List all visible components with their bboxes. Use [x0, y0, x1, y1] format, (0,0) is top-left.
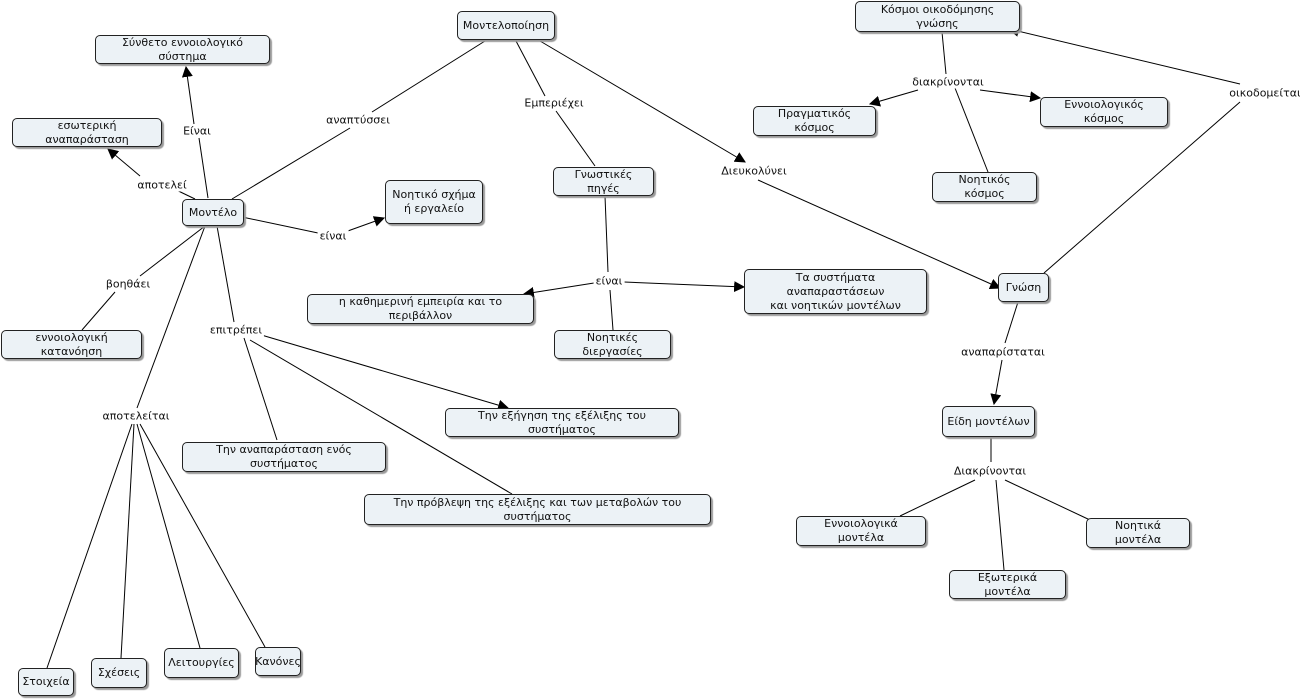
concept-conceptual-world[interactable]: Εννοιολογικός κόσμος: [1040, 97, 1168, 127]
concept-representation-of-system[interactable]: Την αναπαράσταση ενός συστήματος: [182, 442, 386, 472]
link-is-3: είναι: [593, 274, 625, 288]
link-are-distinguished-1: διακρίνονται: [910, 75, 986, 89]
concept-rules[interactable]: Κανόνες: [255, 647, 301, 676]
concept-elements[interactable]: Στοιχεία: [18, 668, 74, 696]
concept-model-types[interactable]: Είδη μοντέλων: [942, 406, 1035, 437]
link-develops: αναπτύσσει: [324, 113, 392, 127]
concept-external-models[interactable]: Εξωτερικά μοντέλα: [949, 570, 1066, 599]
link-is-built: οικοδομείται: [1227, 86, 1300, 100]
concept-complex-conceptual-system[interactable]: Σύνθετο εννοιολογικό σύστημα: [95, 35, 270, 64]
concept-prediction-of-evolution[interactable]: Την πρόβλεψη της εξέλιξης και των μεταβο…: [364, 494, 711, 525]
concept-knowledge-building-worlds[interactable]: Κόσμοι οικοδόμησης γνώσης: [855, 1, 1020, 32]
concept-conceptual-models[interactable]: Εννοιολογικά μοντέλα: [796, 516, 926, 546]
concept-representation-systems[interactable]: Τα συστήματα αναπαραστάσεων και νοητικών…: [744, 269, 927, 314]
concept-functions[interactable]: Λειτουργίες: [164, 648, 239, 678]
concept-mental-models[interactable]: Νοητικά μοντέλα: [1086, 518, 1190, 548]
concept-mental-schema-or-tool[interactable]: Νοητικό σχήμα ή εργαλείο: [385, 180, 483, 224]
link-is-1: Είναι: [181, 124, 213, 138]
concept-real-world[interactable]: Πραγματικός κόσμος: [753, 106, 876, 136]
concept-knowledge[interactable]: Γνώση: [998, 273, 1049, 302]
link-are-distinguished-2: Διακρίνονται: [951, 464, 1029, 478]
link-constitutes: αποτελεί: [135, 178, 189, 192]
concept-conceptual-understanding[interactable]: εννοιολογική κατανόηση: [1, 330, 142, 359]
concept-internal-representation[interactable]: εσωτερική αναπαράσταση: [12, 118, 162, 147]
link-contains: Εμπεριέχει: [522, 96, 586, 110]
concept-modeling[interactable]: Μοντελοποίηση: [457, 11, 555, 40]
link-helps: βοηθάει: [103, 277, 153, 291]
link-is-2: είναι: [317, 229, 349, 243]
link-allows: επιτρέπει: [207, 323, 265, 337]
concept-explanation-of-evolution[interactable]: Την εξήγηση της εξέλιξης του συστήματος: [445, 408, 679, 437]
concept-mental-processes[interactable]: Νοητικές διεργασίες: [554, 330, 671, 359]
link-consists-of: αποτελείται: [100, 409, 172, 423]
link-facilitates: Διευκολύνει: [719, 164, 789, 178]
concept-relations[interactable]: Σχέσεις: [91, 658, 147, 688]
link-is-represented: αναπαρίσταται: [959, 345, 1047, 359]
concept-model[interactable]: Μοντέλο: [182, 199, 244, 226]
concept-everyday-experience[interactable]: η καθημερινή εμπειρία και το περιβάλλον: [307, 294, 534, 324]
concept-cognitive-sources[interactable]: Γνωστικές πηγές: [553, 167, 654, 196]
concept-mental-world[interactable]: Νοητικός κόσμος: [932, 172, 1037, 202]
